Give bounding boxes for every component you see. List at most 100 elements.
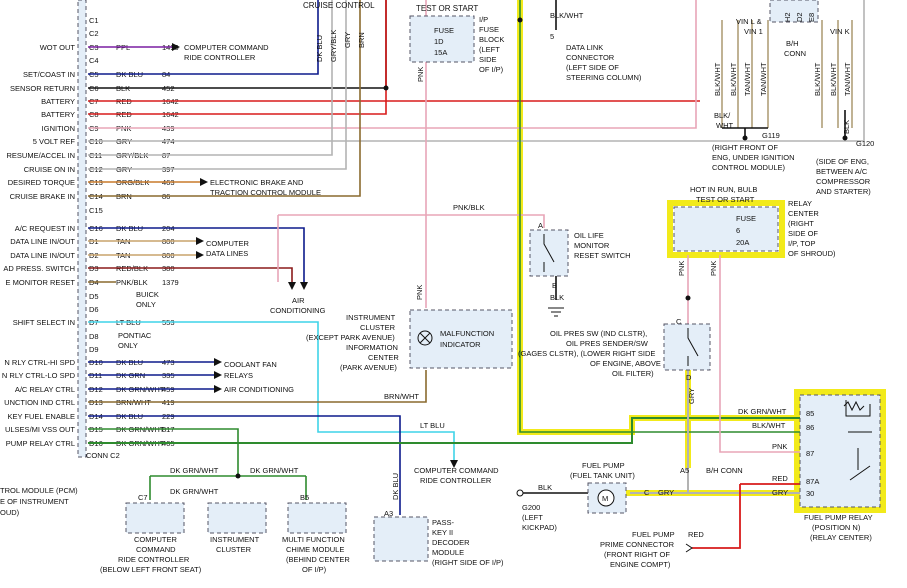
ignition-module-stub: [769, 0, 819, 23]
pin-d-oil: D: [686, 373, 692, 382]
g119-vin-l: VIN L &: [736, 17, 762, 26]
arrow-ac-1: [288, 282, 296, 290]
pcm-pin-id: D5: [89, 292, 99, 301]
pcm-pin-label: DESIRED TORQUE: [8, 178, 75, 187]
arrow-ebtcm: [200, 178, 208, 186]
mil-left-5: CENTER: [368, 353, 399, 362]
arrow-ccm: [450, 460, 458, 468]
ac-label-1: AIR: [292, 296, 305, 305]
arrow-coolant-hi: [214, 358, 222, 366]
wire-dk-blu-229: [88, 415, 401, 515]
wire-blk-wht-relay-86: [519, 0, 800, 433]
pcm-pin-id: C1: [89, 16, 99, 25]
module-ccm-4: (BELOW LEFT FRONT SEAT): [100, 565, 202, 574]
wire-gry-397: [88, 0, 347, 170]
pcm-pin-label: CRUISE ON IN: [24, 165, 75, 174]
pcm-pin-label: E MONITOR RESET: [6, 278, 76, 287]
pcm-pin-label: IGNITION: [42, 124, 75, 133]
g119-wire-7: TAN/WHT: [843, 62, 852, 96]
module-ccm-2: COMMAND: [136, 545, 176, 554]
module-passkey-box: [373, 516, 429, 562]
dlc-desc-4: STEERING COLUMN): [566, 73, 642, 82]
g119-wire-2: BLK/WHT: [729, 62, 738, 96]
wire-pnk-relay-center-b: [719, 255, 800, 453]
fuse6-box: [673, 206, 779, 252]
module-passkey-2: KEY II: [432, 528, 453, 537]
pin-b5: B5: [300, 493, 309, 502]
arrow-data-line-1: [196, 237, 204, 245]
blk-oil-label: BLK: [550, 293, 564, 302]
gry-relay-label: GRY: [772, 488, 788, 497]
mil-left-3: (EXCEPT PARK AVENUE): [306, 333, 395, 342]
ebtcm-label-1: ELECTRONIC BRAKE AND: [210, 178, 304, 187]
buick-only-label: ONLY: [136, 300, 156, 309]
arrowheads: [172, 17, 848, 479]
fuse6-label: FUSE: [736, 214, 756, 223]
a5-label: A5: [680, 466, 689, 475]
relay-pin-30: 30: [806, 489, 814, 498]
splice-dot-g119: [742, 135, 748, 141]
fuel-pump-relay-block: 85 86 87 87A 30 FUEL PUMP RELAY (POSITIO…: [799, 394, 881, 542]
module-chime-4: OF I/P): [302, 565, 327, 574]
ccm-label-1: COMPUTER COMMAND: [184, 43, 269, 52]
oil-pres-2: OIL PRES SENDER/SW: [566, 339, 649, 348]
pcm-wire-destinations: COMPUTER COMMAND RIDE CONTROLLER ELECTRO…: [118, 43, 788, 539]
g119-top-2: D2: [795, 12, 804, 22]
oil-life-switch-block: OIL LIFE MONITOR RESET SWITCH: [529, 229, 631, 317]
oil-pressure-switch-block: OIL PRES SW (IND CLSTR), OIL PRES SENDER…: [518, 323, 711, 378]
fuse-1d-rating: 15A: [434, 48, 447, 57]
fuse6-side-6: OF SHROUD): [788, 249, 836, 258]
coolant-fan-label: COOLANT FAN: [224, 360, 277, 369]
pcm-pin-id: D9: [89, 345, 99, 354]
module-chime-3: (BEHIND CENTER: [286, 555, 350, 564]
pcm-pin-label: PUMP RELAY CTRL: [6, 439, 75, 448]
cruise-wire-3: GRY: [343, 32, 352, 48]
prime-connector-icon: [685, 543, 693, 553]
fuse6-header-2: TEST OR START: [696, 195, 755, 204]
dlc-desc-3: (LEFT SIDE OF: [566, 63, 619, 72]
pontiac-only-label: ONLY: [118, 341, 138, 350]
splice-dot-dlc: [517, 17, 523, 23]
pin-c7: C7: [138, 493, 148, 502]
g119-wire-5: BLK/WHT: [813, 62, 822, 96]
cruise-wire-4: BRN: [357, 32, 366, 48]
pcm-pin-label: WOT OUT: [40, 43, 76, 52]
pcm-conn-label: CONN C2: [86, 451, 120, 460]
mil-box: [409, 309, 513, 369]
g120-desc-2: BETWEEN A/C: [816, 167, 868, 176]
data-lines-label-2: DATA LINES: [206, 249, 248, 258]
pcm-pin-label: BATTERY: [41, 97, 75, 106]
switch-icon: [543, 234, 555, 272]
ebtcm-label-2: TRACTION CONTROL MODULE: [210, 188, 321, 197]
fuse-1d-desc-4: (LEFT: [479, 45, 500, 54]
wire-dk-grn-wht-465: [88, 417, 800, 444]
relay-desc-3: (RELAY CENTER): [810, 533, 872, 542]
mil-block: INSTRUMENT CLUSTER (EXCEPT PARK AVENUE) …: [306, 309, 513, 372]
prime-1: FUEL PUMP: [632, 530, 675, 539]
module-passkey-3: DECODER: [432, 538, 470, 547]
prime-connector-block: FUEL PUMP PRIME CONNECTOR (FRONT RIGHT O…: [600, 530, 693, 569]
fuse-1d-header: TEST OR START: [416, 4, 478, 13]
dlc-pin: 5: [550, 32, 554, 41]
module-cluster-2: CLUSTER: [216, 545, 252, 554]
g119-vin-1: VIN 1: [744, 27, 763, 36]
g120-name: G120: [856, 139, 874, 148]
pcm-pin-id: D6: [89, 305, 99, 314]
module-ccm-box: [125, 502, 185, 534]
fuse6-id: 6: [736, 226, 740, 235]
pcm-pin-id: C15: [89, 206, 103, 215]
pcm-pin-wire: PNK/BLK: [116, 278, 148, 287]
mil-title-1: MALFUNCTION: [440, 329, 494, 338]
bulb-icon: [417, 330, 433, 346]
cruise-wire-2: GRY/BLK: [329, 30, 338, 62]
pressure-switch-icon: [687, 328, 699, 366]
fuse-1d-desc-6: OF I/P): [479, 65, 504, 74]
lt-blu-label: LT BLU: [420, 421, 445, 430]
highlight-fuel-pump-relay: [794, 389, 886, 513]
pcm-caption-3: OUD): [0, 508, 20, 517]
wire-dk-blu-84: [88, 0, 319, 75]
oil-pressure-switch-box: [663, 323, 711, 371]
splice-dot-pnk: [685, 295, 691, 301]
pcm-pin-label: N RLY CTRL-HI SPD: [4, 358, 75, 367]
